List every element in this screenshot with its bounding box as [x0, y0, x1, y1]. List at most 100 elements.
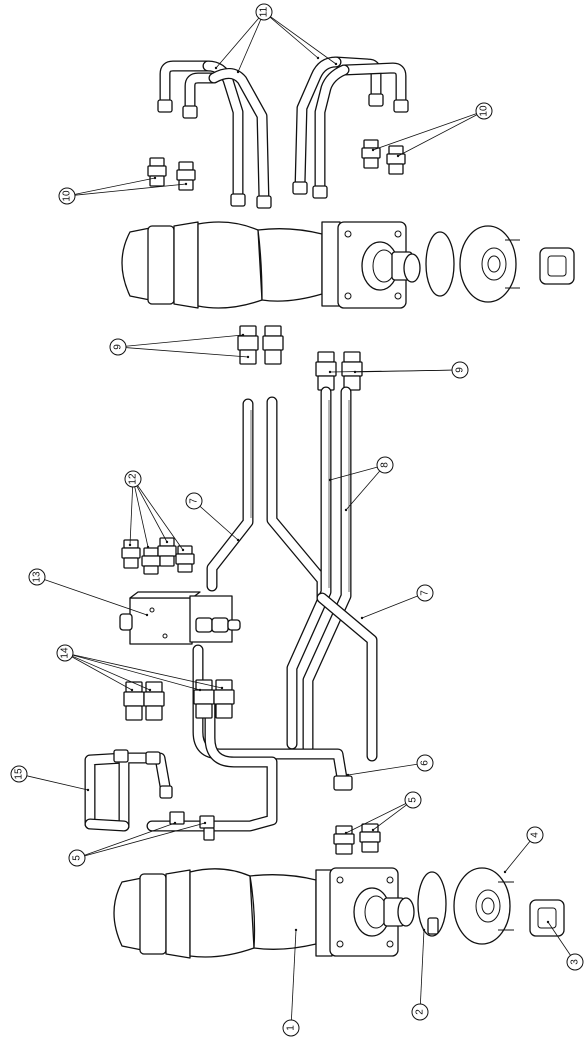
leader-line [504, 840, 531, 873]
callout-bubble [411, 1003, 429, 1021]
callout-c15: 15 [10, 765, 90, 792]
leader-line [84, 822, 176, 856]
callout-bubble [124, 470, 142, 488]
leader-tip [360, 616, 364, 620]
callout-c5b: 5 [344, 791, 422, 835]
leader-line [26, 775, 89, 791]
lower-cylinder-assembly [113, 867, 565, 959]
leader-tip [145, 613, 149, 617]
leader-line [72, 654, 223, 689]
callout-bubble [451, 361, 469, 379]
callout-c8: 8 [328, 456, 394, 512]
leader-line [137, 485, 184, 551]
leader-line [345, 803, 407, 834]
callout-c7a: 7 [185, 492, 240, 542]
leader-line [215, 17, 260, 69]
leader-tip [328, 478, 332, 482]
leader-tip [130, 688, 134, 692]
leader-line [74, 183, 187, 196]
leader-line [547, 921, 571, 956]
leader-tip [165, 540, 169, 544]
tubes-7-8 [206, 386, 378, 762]
leader-line [44, 579, 148, 616]
leader-tip [371, 828, 375, 832]
callout-c11: 11 [214, 3, 338, 74]
leader-tip [316, 56, 320, 60]
callout-bubble [376, 456, 394, 474]
leader-line [347, 763, 418, 776]
callout-bubble [416, 754, 434, 772]
leader-line [136, 485, 168, 543]
tube-15 [84, 749, 173, 832]
callout-bubble [185, 492, 203, 510]
leader-tip [184, 182, 188, 186]
callout-label: 5 [408, 797, 419, 803]
leader-tip [153, 176, 157, 180]
leader-tip [146, 545, 150, 549]
leader-tip [148, 688, 152, 692]
callout-label: 10 [479, 105, 490, 117]
leader-tip [128, 543, 132, 547]
leader-tip [236, 70, 240, 74]
leader-line [125, 334, 244, 347]
callout-bubble [68, 849, 86, 867]
leader-tip [246, 355, 250, 359]
callout-bubble [526, 826, 544, 844]
callout-label: 15 [14, 768, 25, 780]
upper-cylinder-assembly [121, 221, 575, 309]
leader-line [134, 486, 149, 548]
leader-line [125, 347, 249, 358]
callout-bubble [416, 584, 434, 602]
fittings-10 [147, 139, 406, 191]
callout-c7b: 7 [360, 584, 434, 620]
callout-bubble [10, 765, 28, 783]
callout-label: 12 [128, 473, 139, 485]
leader-tip [344, 508, 348, 512]
leader-line [129, 486, 134, 546]
valve-block-13 [119, 591, 241, 645]
leader-tip [546, 920, 550, 924]
leader-line [372, 113, 477, 151]
leader-tip [422, 928, 426, 932]
leader-line [291, 929, 297, 1021]
leader-tip [346, 773, 350, 777]
callout-bubble [58, 187, 76, 205]
leader-line [269, 16, 319, 59]
callout-c13: 13 [28, 568, 149, 617]
callout-c6: 6 [346, 754, 434, 777]
callout-label: 7 [189, 498, 200, 504]
callout-label: 4 [530, 832, 541, 838]
leader-tip [294, 928, 298, 932]
fittings-12 [121, 537, 195, 575]
callout-c3: 3 [546, 920, 584, 971]
leader-line [72, 654, 201, 691]
leader-tip [214, 66, 218, 70]
callout-label: 6 [420, 760, 431, 766]
callout-label: 9 [455, 367, 466, 373]
leader-tip [396, 154, 400, 158]
callout-bubble [475, 102, 493, 120]
leader-tip [203, 821, 207, 825]
leader-line [74, 177, 156, 195]
leader-line [199, 506, 239, 541]
leader-tip [181, 548, 185, 552]
leader-line [397, 114, 478, 157]
callout-bubble [56, 644, 74, 662]
leader-tip [353, 370, 357, 374]
fittings-14 [123, 679, 235, 721]
leader-tip [328, 370, 332, 374]
callout-c4: 4 [503, 826, 544, 874]
leader-line [270, 16, 337, 65]
callout-label: 1 [286, 1025, 297, 1031]
callout-c9b: 9 [328, 361, 469, 379]
callout-bubble [109, 338, 127, 356]
callout-bubble [566, 953, 584, 971]
leader-line [372, 804, 407, 831]
leader-tip [344, 831, 348, 835]
leader-tip [503, 870, 507, 874]
callout-label: 14 [60, 647, 71, 659]
leader-line [345, 470, 381, 511]
leader-tip [198, 688, 202, 692]
